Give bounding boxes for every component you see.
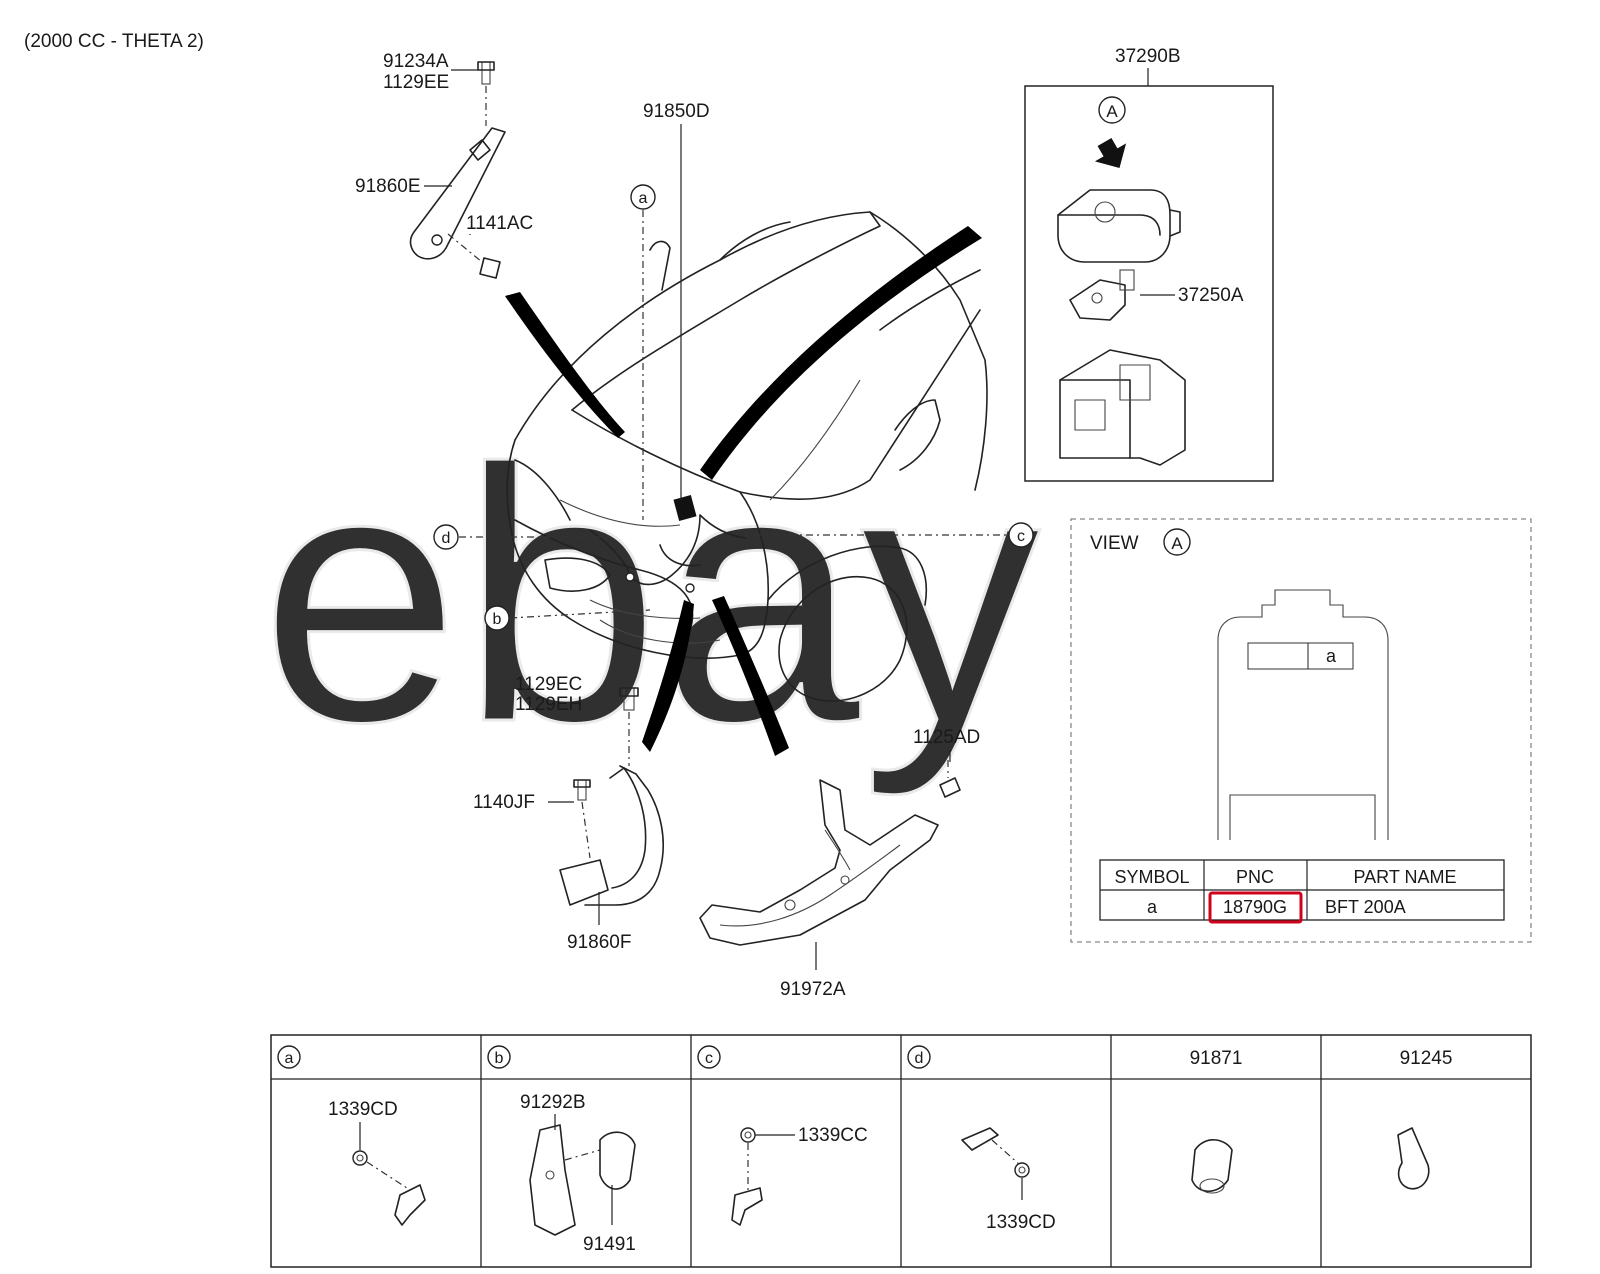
fuse-cover [1057, 189, 1181, 263]
cell-c-part: 1339CC [798, 1125, 868, 1146]
col-header-part-name: PART NAME [1353, 867, 1456, 887]
fuse-slot-label: a [1326, 646, 1337, 666]
marker-a [630, 184, 656, 210]
callout-1129EE: 1129EE [383, 72, 449, 93]
pointer-arrows [505, 226, 982, 756]
watermark: ebay [259, 394, 1043, 801]
connector-icon [599, 1131, 636, 1190]
fuse-box-frame [1024, 85, 1274, 482]
grid-header-c [697, 1045, 721, 1069]
callout-1141AC: 1141AC [466, 213, 533, 234]
boot-icon [1191, 1139, 1233, 1194]
watermark-text: ebay [260, 395, 1041, 799]
marker-b [484, 605, 510, 631]
grid-header-91245: 91245 [1400, 1048, 1453, 1069]
grid-header-b [487, 1045, 511, 1069]
marker-a-label: a [639, 190, 648, 207]
marker-d [433, 524, 459, 550]
nut-icon [352, 1150, 368, 1166]
fuse-base [1059, 349, 1186, 466]
cable-91860F [559, 687, 665, 925]
grid-header-91871: 91871 [1190, 1048, 1243, 1069]
grid-header-c-label: c [705, 1050, 713, 1067]
cell-a-part: 1339CD [328, 1099, 398, 1120]
callout-91234A: 91234A [383, 51, 449, 72]
cap-icon [1397, 1127, 1430, 1190]
cell-symbol: a [1147, 897, 1158, 917]
marker-d-label: d [442, 530, 451, 547]
terminal-icon [961, 1127, 999, 1151]
grid-header-a-label: a [285, 1050, 294, 1067]
tray-91972A [699, 760, 961, 970]
cell-part-name: BFT 200A [1325, 897, 1406, 917]
callout-91972A: 91972A [780, 979, 846, 1000]
marker-c [1008, 522, 1034, 548]
cell-b-part-2: 91491 [583, 1234, 636, 1255]
arrow-down-icon [1094, 138, 1127, 168]
pnc-table: SYMBOL PNC PART NAME a 18790G BFT 200A [1099, 859, 1505, 924]
callout-91860E: 91860E [355, 176, 421, 197]
pnc-highlight-box [1208, 891, 1303, 924]
fuse-outline [1217, 589, 1389, 840]
grid-header-d-label: d [915, 1050, 924, 1067]
callout-1125AD: 1125AD [913, 727, 980, 748]
clip-icon [394, 1184, 426, 1226]
cell-d-part: 1339CD [986, 1212, 1056, 1233]
grid-header-b-label: b [495, 1050, 504, 1067]
marker-A [1098, 96, 1126, 124]
bracket-91860E [409, 61, 506, 279]
fuse-37250A [1069, 269, 1135, 321]
marker-c-label: c [1017, 528, 1025, 545]
clip-icon [731, 1187, 763, 1226]
nut-icon [1014, 1162, 1030, 1178]
col-header-pnc: PNC [1236, 867, 1274, 887]
view-panel [1070, 518, 1532, 943]
callout-37290B: 37290B [1115, 46, 1181, 67]
marker-b-label: b [493, 611, 502, 628]
grid-header-a [277, 1045, 301, 1069]
nut-icon [740, 1127, 756, 1143]
view-title: VIEW [1090, 533, 1139, 554]
callout-1140JF: 1140JF [473, 792, 535, 813]
view-marker-A-label: A [1171, 534, 1183, 553]
detail-grid [270, 1034, 1532, 1268]
grid-header-d [907, 1045, 931, 1069]
vehicle-sketch [506, 211, 988, 702]
engine-note: (2000 CC - THETA 2) [24, 31, 204, 52]
cell-pnc: 18790G [1223, 897, 1287, 917]
bracket-icon [529, 1124, 576, 1236]
view-marker-A [1163, 528, 1191, 556]
callout-91860F: 91860F [567, 932, 631, 953]
callout-91850D: 91850D [643, 101, 710, 122]
cell-b-part-1: 91292B [520, 1092, 586, 1113]
marker-A-label: A [1106, 102, 1118, 121]
col-header-symbol: SYMBOL [1114, 867, 1189, 887]
callout-37250A: 37250A [1178, 285, 1244, 306]
callout-1129EC: 1129EC [515, 674, 582, 695]
callout-1129EH: 1129EH [515, 694, 582, 715]
